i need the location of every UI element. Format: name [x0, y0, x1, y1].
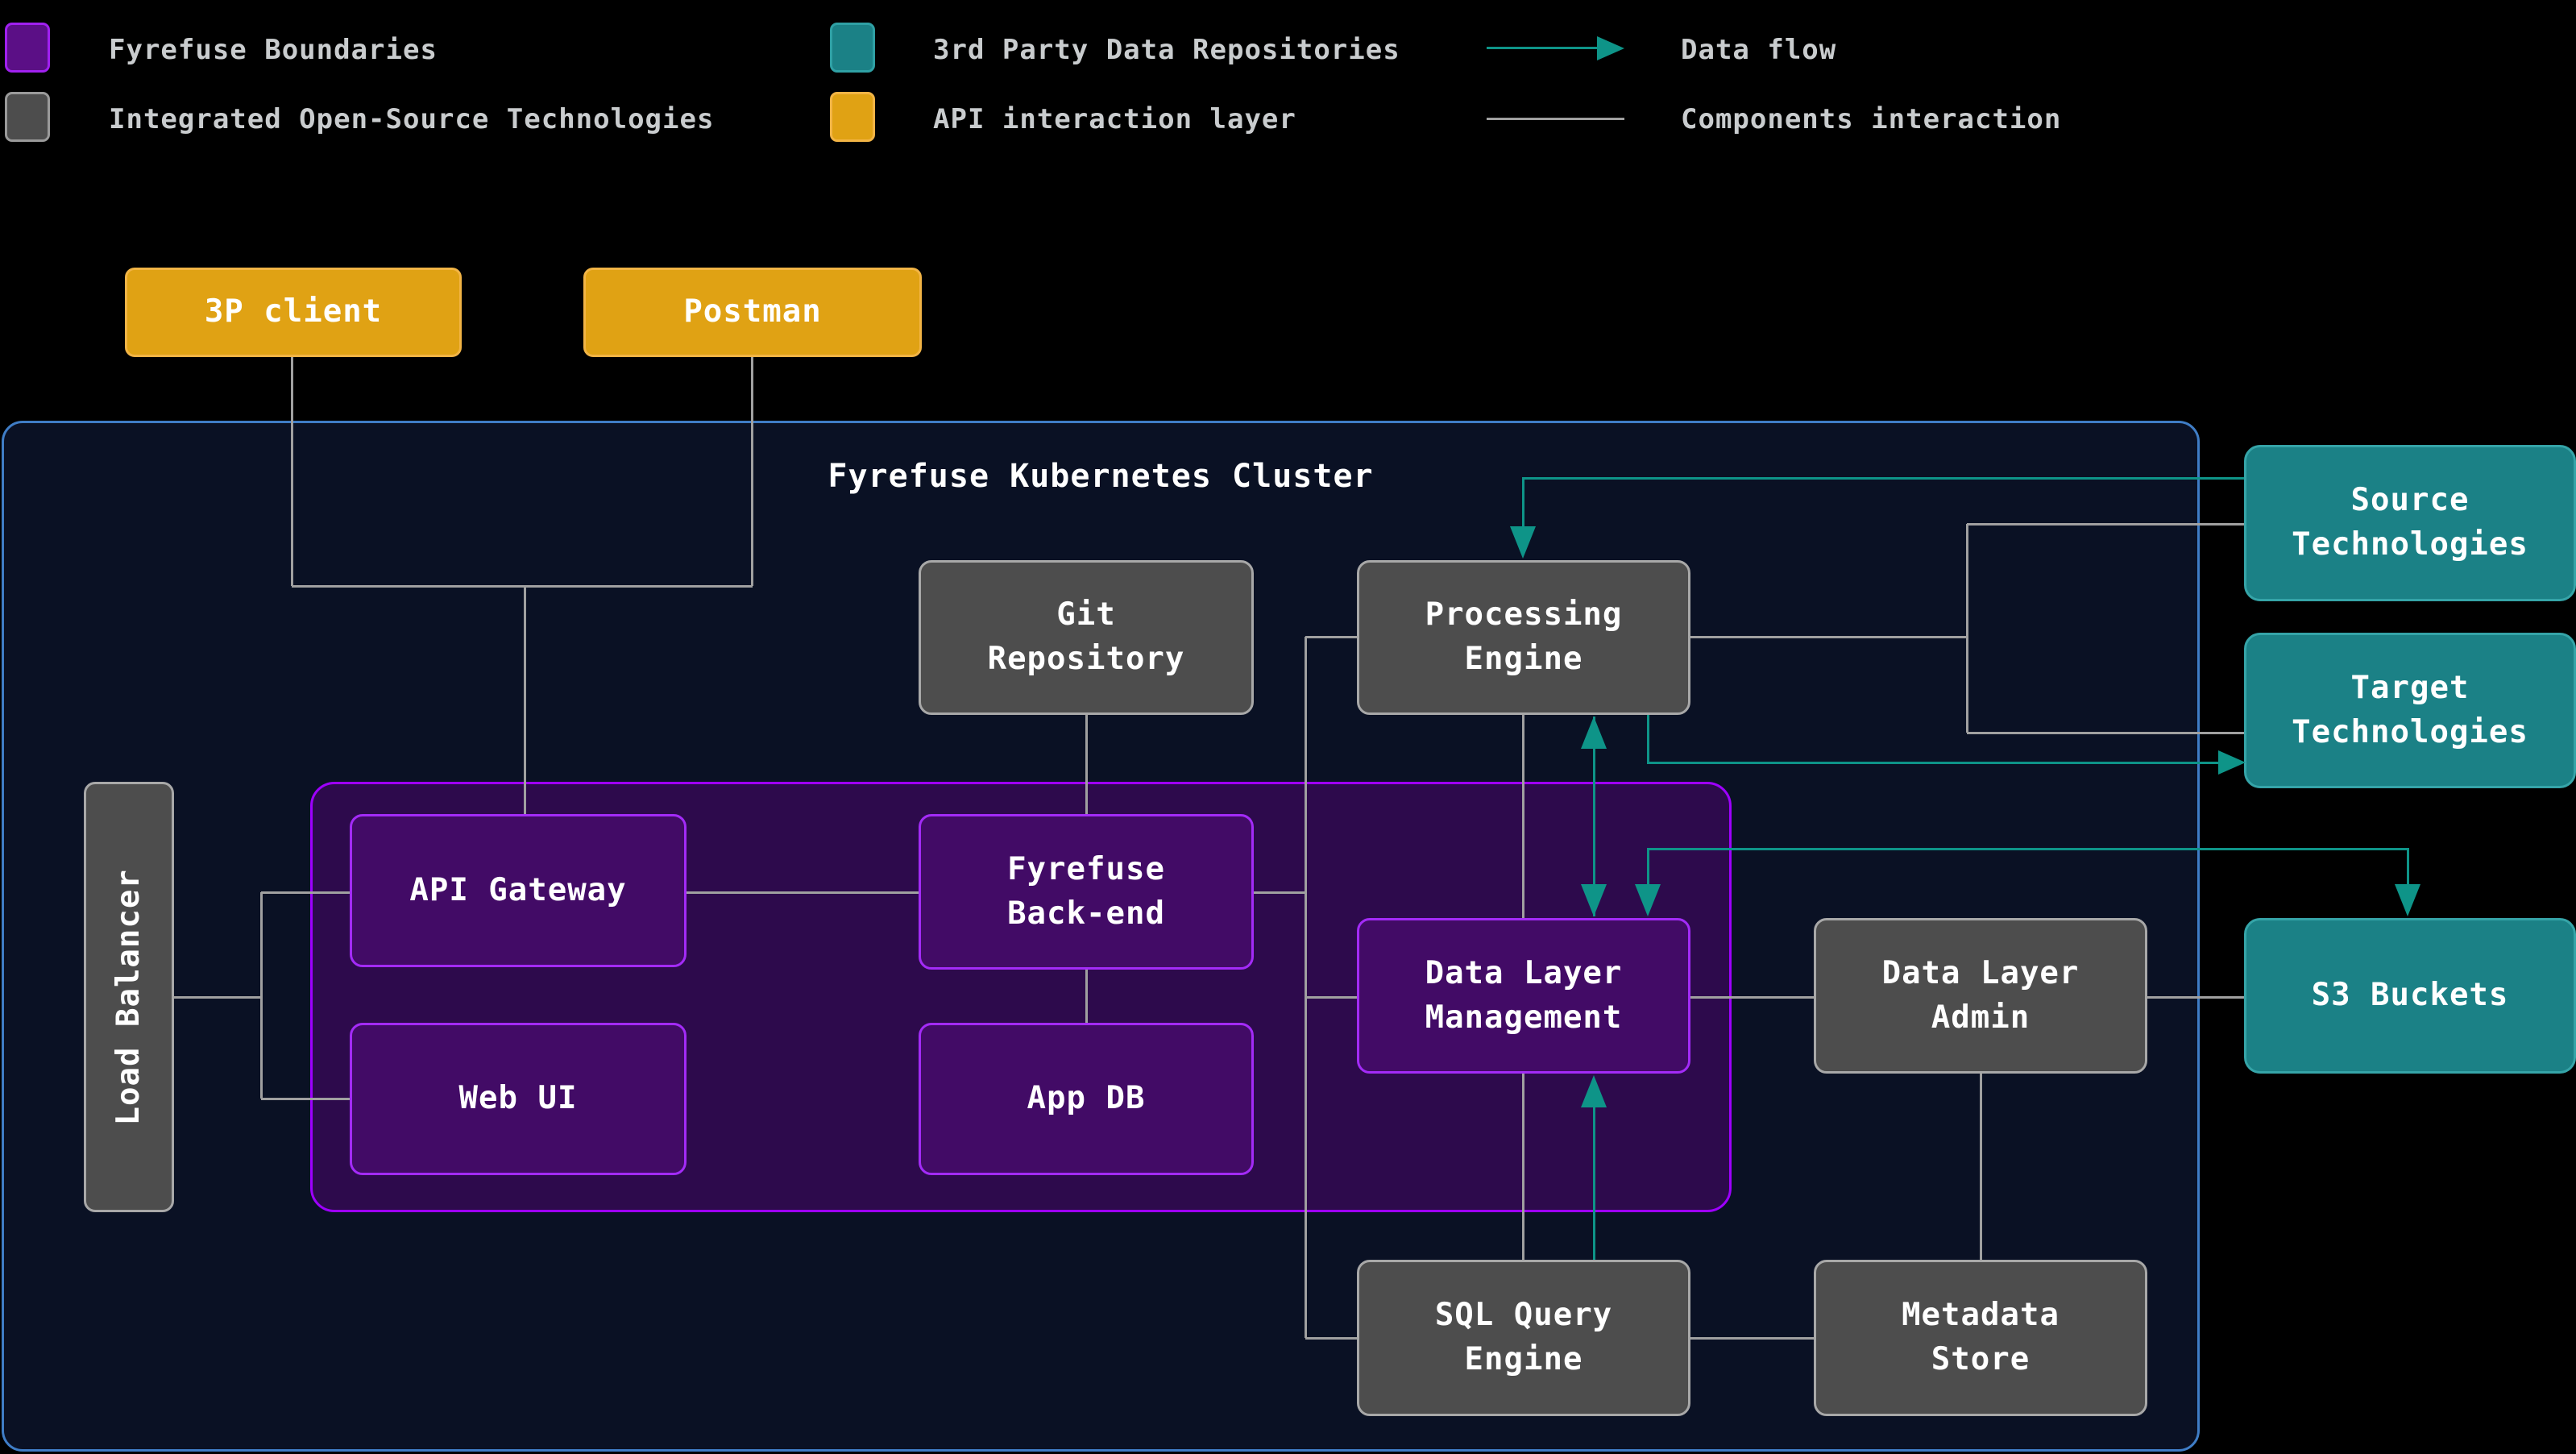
flow-pe-to-target-horizontal: [1647, 762, 2219, 764]
flow-source-to-pe-horizontal: [1522, 477, 2244, 480]
node-processing-engine: Processing Engine: [1357, 560, 1690, 715]
legend-label-3rd-party: 3rd Party Data Repositories: [933, 34, 1400, 66]
legend-data-flow-line: [1487, 47, 1599, 49]
flow-dlm-s3-horizontal: [1647, 848, 2409, 850]
legend-label-components-interaction: Components interaction: [1681, 103, 2062, 135]
node-data-layer-admin: Data Layer Admin: [1814, 918, 2147, 1074]
arrowhead-into-target-technologies-icon: [2218, 750, 2246, 775]
node-3p-client: 3P client: [125, 268, 462, 357]
node-s3-buckets: S3 Buckets: [2244, 918, 2576, 1074]
arrowhead-into-dlm-top-left-icon: [1581, 884, 1607, 916]
flow-dlm-to-s3-vertical: [2407, 849, 2409, 889]
node-fyrefuse-backend: Fyrefuse Back-end: [919, 814, 1254, 970]
legend-swatch-3rd-party: [830, 23, 875, 73]
node-web-ui: Web UI: [350, 1023, 687, 1175]
line-sql-metadata: [1690, 1337, 1814, 1340]
node-data-layer-management: Data Layer Management: [1357, 918, 1690, 1074]
line-clients-join: [292, 585, 753, 588]
legend-interaction-line: [1487, 118, 1624, 120]
line-bus-to-processing-engine: [1305, 636, 1357, 638]
line-source-target-split: [1966, 524, 1968, 733]
node-sql-query-engine: SQL Query Engine: [1357, 1260, 1690, 1416]
line-git-backend: [1085, 715, 1088, 814]
line-clients-to-api-gateway: [524, 586, 526, 814]
arrowhead-into-processing-engine-icon: [1510, 526, 1536, 559]
line-dla-s3: [2147, 996, 2244, 999]
legend-label-fyrefuse-boundaries: Fyrefuse Boundaries: [109, 34, 438, 66]
legend-swatch-open-source: [5, 92, 50, 142]
line-vertical-bus: [1305, 637, 1307, 1338]
legend-label-api-layer: API interaction layer: [933, 103, 1296, 135]
line-dla-metadata-store: [1980, 1074, 1982, 1260]
line-load-balancer-out: [174, 996, 261, 999]
legend-label-data-flow: Data flow: [1681, 34, 1837, 66]
node-metadata-store: Metadata Store: [1814, 1260, 2147, 1416]
line-load-balancer-split: [260, 892, 263, 1099]
arrowhead-into-dlm-top-right-icon: [1635, 884, 1661, 916]
line-bus-to-sql-query-engine: [1305, 1337, 1357, 1340]
line-to-target-technologies: [1967, 732, 2244, 734]
line-processing-engine-right: [1690, 636, 1967, 638]
cluster-title: Fyrefuse Kubernetes Cluster: [828, 458, 1374, 495]
flow-source-to-pe-vertical: [1522, 478, 1524, 530]
node-git-repository: Git Repository: [919, 560, 1254, 715]
arrowhead-into-s3-buckets-icon: [2395, 884, 2420, 916]
arrowhead-into-dlm-bottom-icon: [1581, 1075, 1607, 1107]
flow-sql-to-dlm-vertical: [1593, 1104, 1595, 1260]
node-target-technologies: Target Technologies: [2244, 633, 2576, 788]
legend-swatch-fyrefuse-boundaries: [5, 23, 50, 73]
node-postman: Postman: [583, 268, 922, 357]
node-load-balancer: Load Balancer: [84, 782, 174, 1212]
node-app-db: App DB: [919, 1023, 1254, 1175]
legend-swatch-api-layer: [830, 92, 875, 142]
line-to-web-ui-left: [261, 1098, 350, 1100]
flow-pe-dlm-bidirectional: [1593, 717, 1595, 916]
line-dlm-dla: [1690, 996, 1814, 999]
node-source-technologies: Source Technologies: [2244, 445, 2576, 601]
load-balancer-label: Load Balancer: [110, 868, 147, 1126]
line-postman-down: [751, 357, 753, 586]
line-backend-appdb: [1085, 970, 1088, 1023]
flow-s3-to-dlm-vertical: [1647, 849, 1649, 889]
line-bus-to-data-layer-management: [1305, 996, 1357, 999]
line-to-api-gateway-left: [261, 891, 350, 894]
line-api-gateway-backend: [687, 891, 919, 894]
line-3p-client-down: [291, 357, 293, 586]
line-to-source-technologies: [1967, 523, 2244, 526]
legend-label-open-source: Integrated Open-Source Technologies: [109, 103, 715, 135]
flow-pe-to-target-vertical: [1647, 715, 1649, 764]
node-api-gateway: API Gateway: [350, 814, 687, 967]
legend-data-flow-arrowhead-icon: [1597, 36, 1624, 60]
arrowhead-into-pe-bottom-icon: [1581, 717, 1607, 749]
line-backend-to-bus: [1254, 891, 1305, 894]
